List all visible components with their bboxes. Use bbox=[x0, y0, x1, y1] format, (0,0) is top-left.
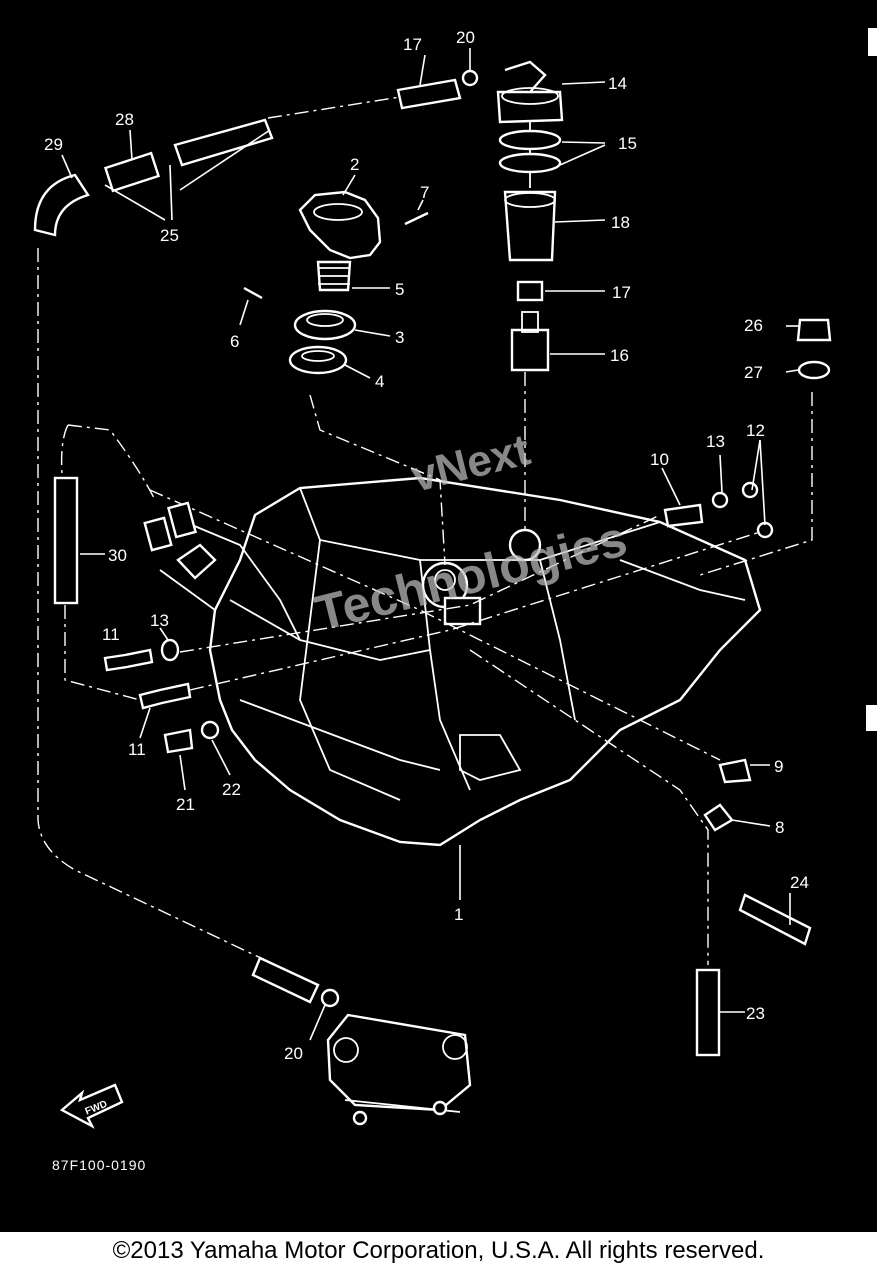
callout-4: 4 bbox=[375, 372, 384, 391]
callout-7: 7 bbox=[420, 183, 429, 202]
callout-24: 24 bbox=[790, 873, 809, 892]
callout-13-right: 13 bbox=[706, 432, 725, 451]
fuel-pickup-stack bbox=[496, 60, 564, 372]
callout-20-top: 20 bbox=[456, 28, 475, 47]
callout-10: 10 bbox=[650, 450, 669, 469]
callout-20-bottom: 20 bbox=[284, 1044, 303, 1063]
callout-5: 5 bbox=[395, 280, 404, 299]
callout-18: 18 bbox=[611, 213, 630, 232]
callout-11-bottom: 11 bbox=[128, 740, 146, 759]
callout-27: 27 bbox=[744, 363, 763, 382]
copyright-notice: ©2013 Yamaha Motor Corporation, U.S.A. A… bbox=[112, 1237, 765, 1264]
vent-fittings bbox=[143, 501, 217, 580]
hoses-and-fittings bbox=[33, 69, 832, 1126]
callout-9: 9 bbox=[774, 757, 783, 776]
callout-3: 3 bbox=[395, 328, 404, 347]
edge-fragment-top bbox=[868, 28, 877, 56]
callout-29: 29 bbox=[44, 135, 63, 154]
fwd-arrow: FWD bbox=[59, 1083, 124, 1129]
routing-lines bbox=[37, 96, 813, 965]
callout-13-left: 13 bbox=[150, 611, 169, 630]
callout-14: 14 bbox=[608, 74, 627, 93]
callout-8: 8 bbox=[775, 818, 784, 837]
callout-21: 21 bbox=[176, 795, 195, 814]
exploded-parts-diagram: FWD 17 20 14 15 18 17 16 2 7 5 3 6 4 28 … bbox=[0, 0, 877, 1232]
callout-2: 2 bbox=[350, 155, 359, 174]
fuel-tank bbox=[159, 476, 762, 847]
diagram-svg: FWD 17 20 14 15 18 17 16 2 7 5 3 6 4 28 … bbox=[33, 28, 877, 1173]
callout-19: 17 bbox=[403, 35, 422, 54]
callout-6: 6 bbox=[230, 332, 239, 351]
callout-16: 16 bbox=[610, 346, 629, 365]
callout-22: 22 bbox=[222, 780, 241, 799]
callout-25: 25 bbox=[160, 226, 179, 245]
callout-23: 23 bbox=[746, 1004, 765, 1023]
callout-15: 15 bbox=[618, 134, 637, 153]
callout-26: 26 bbox=[744, 316, 763, 335]
callout-1: 1 bbox=[454, 905, 463, 924]
callout-11-top: 11 bbox=[102, 625, 120, 644]
leader-lines bbox=[61, 48, 800, 1041]
callout-17: 17 bbox=[612, 283, 631, 302]
callout-labels: 17 20 14 15 18 17 16 2 7 5 3 6 4 28 29 2… bbox=[44, 28, 809, 1063]
diagram-part-code: 87F100-0190 bbox=[52, 1157, 146, 1173]
edge-fragment-mid bbox=[866, 705, 877, 731]
filler-cap-assembly bbox=[243, 190, 429, 375]
callout-12: 12 bbox=[746, 421, 765, 440]
callout-30: 30 bbox=[108, 546, 127, 565]
callout-28: 28 bbox=[115, 110, 134, 129]
